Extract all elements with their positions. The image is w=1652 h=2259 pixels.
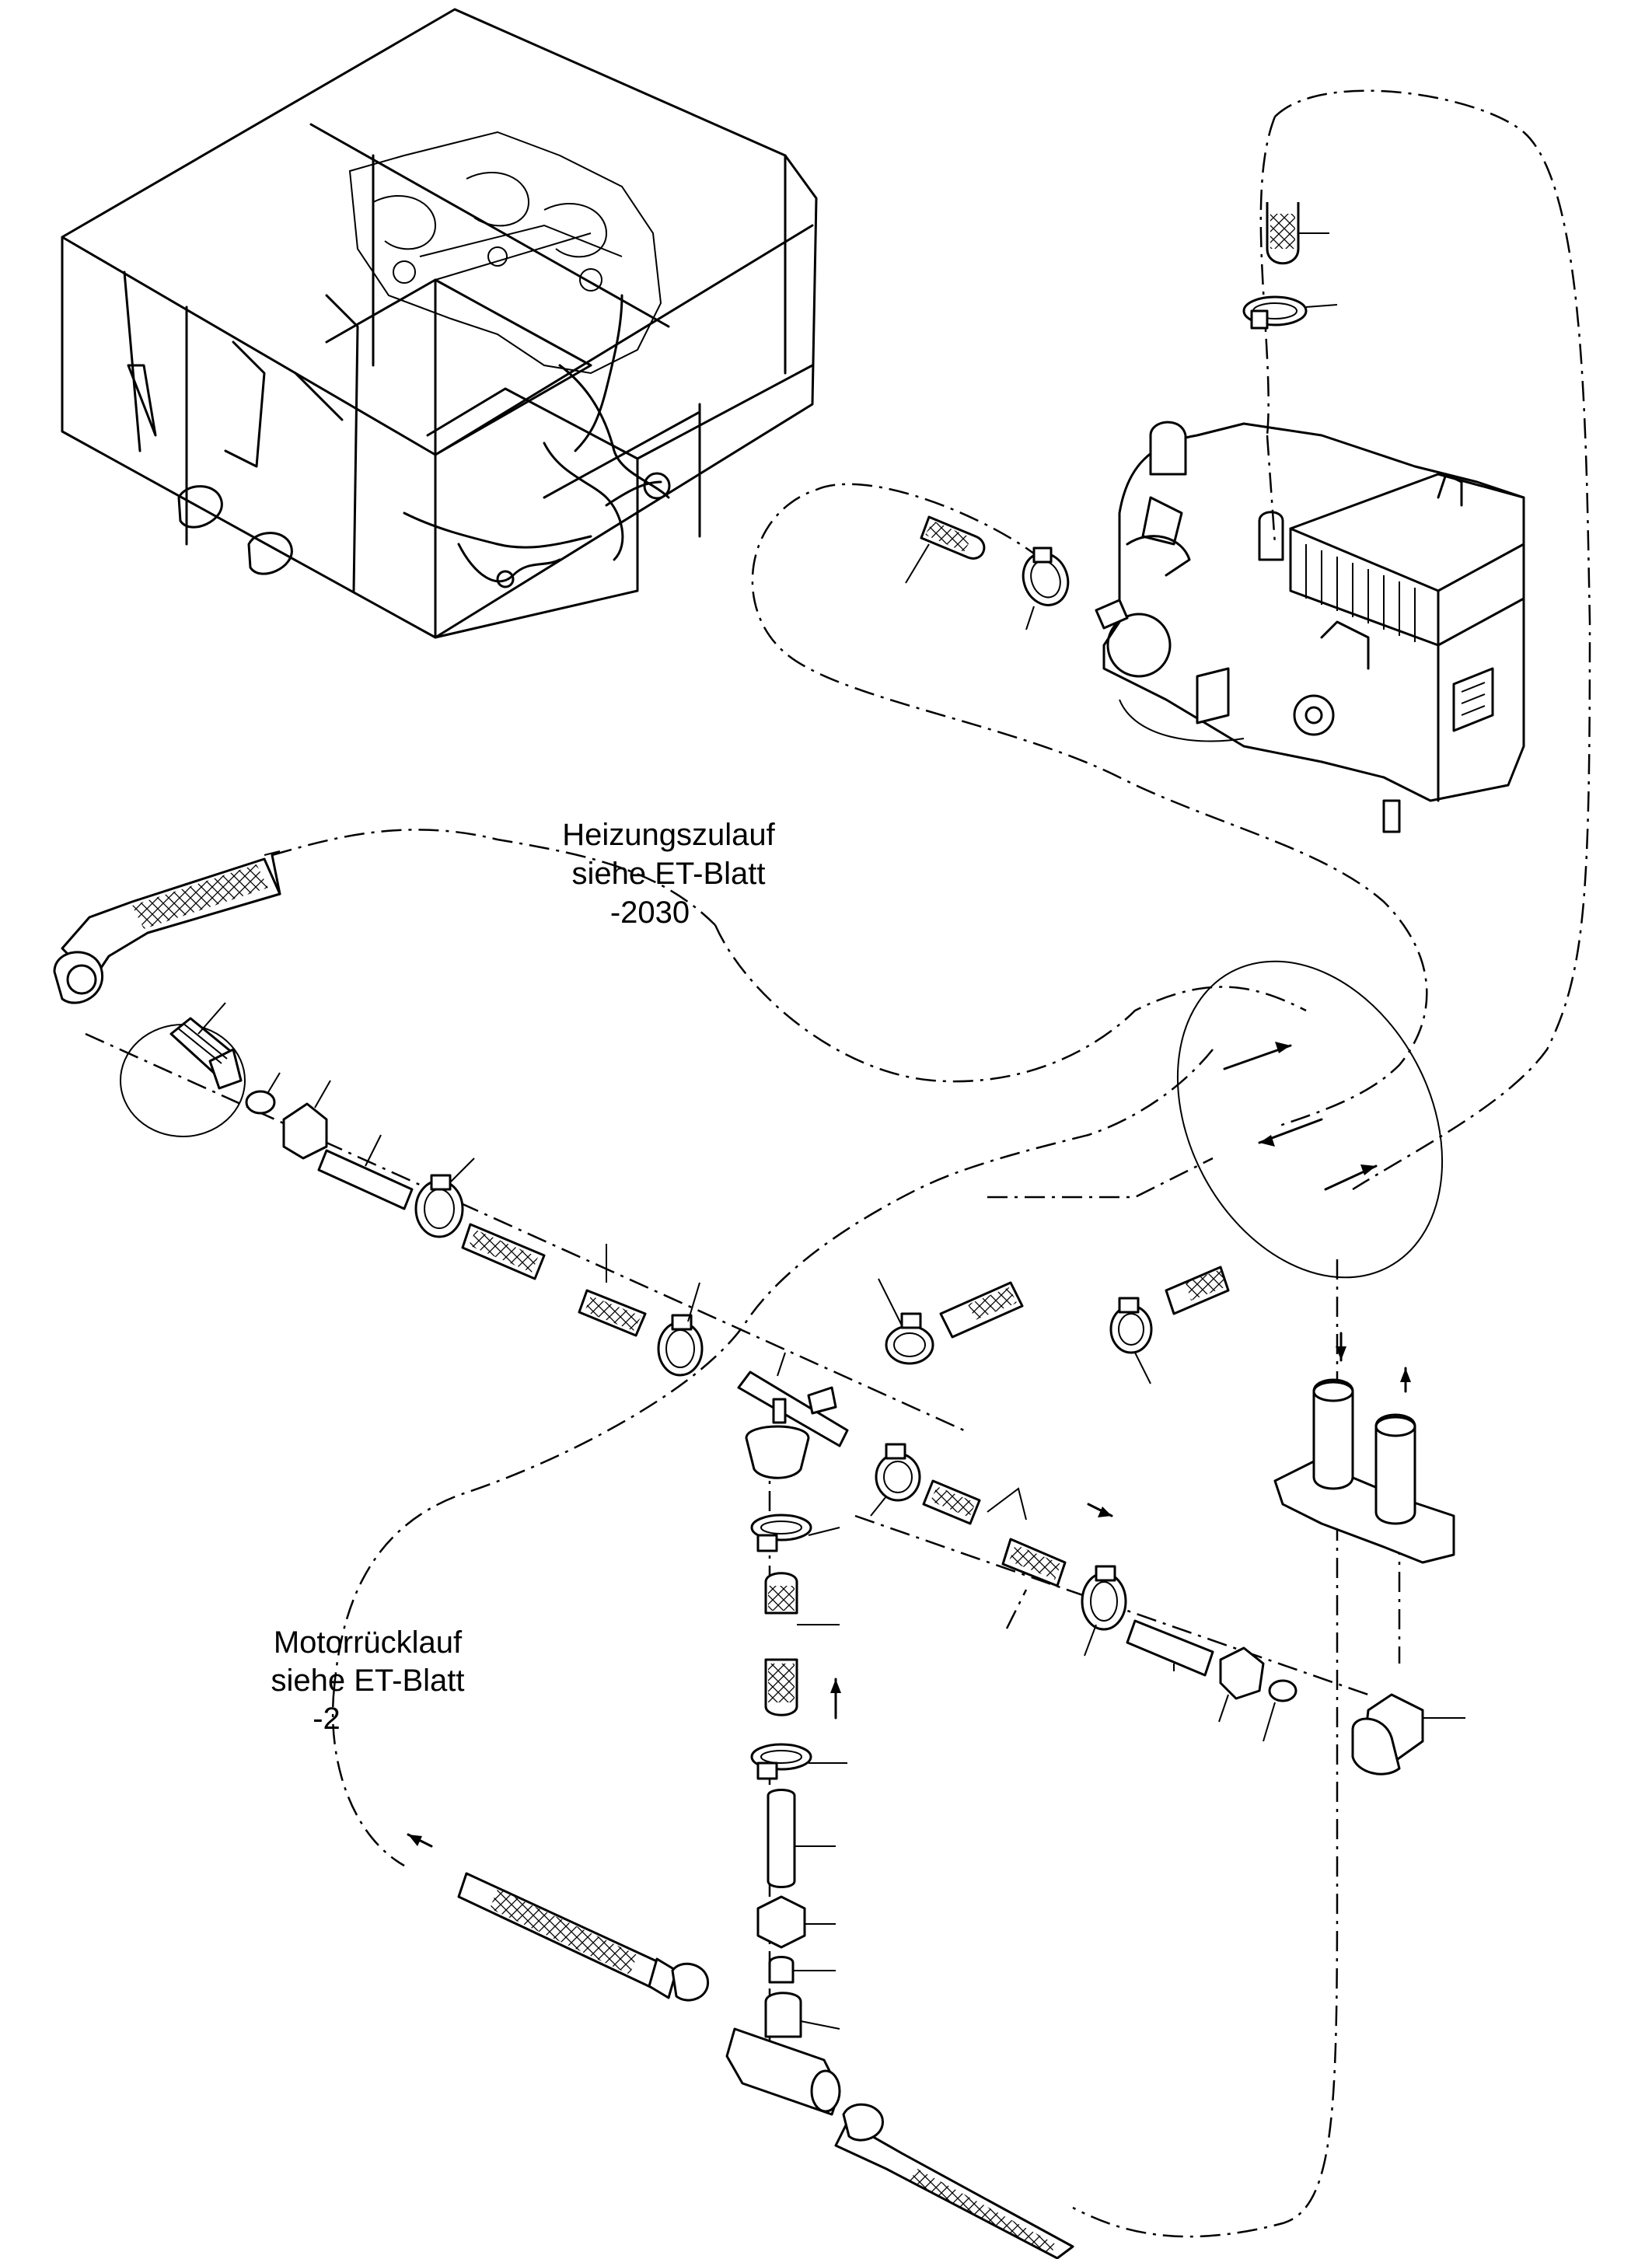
hose-clamp-icon [1242,295,1338,330]
supply-label-line3: -2030 [610,896,690,930]
return-label-line3: -2 [313,1702,341,1736]
hose-icon [578,1244,647,1337]
hose-icon [53,850,281,1004]
hose-icon [1126,1619,1214,1677]
hose-icon [764,1572,840,1716]
supply-label-line2: siehe ET-Blatt [571,857,765,891]
connector-fitting [1263,1679,1298,1742]
hose-icon [939,1281,1024,1339]
hose-clamp-icon [870,1443,921,1517]
tee-fitting-icon [725,1992,841,2116]
hose-icon [767,1789,836,1888]
machine-frame-icon [61,8,818,639]
connector-fitting [169,1002,243,1090]
flow-arrow-icon [407,1042,1411,1848]
connector-fitting [245,1072,281,1115]
hose-clamp-icon [1109,1297,1153,1384]
supply-label-line1: Heizungszulauf [562,818,775,852]
tee-fitting-icon [737,1352,849,1479]
hose-clamp-icon [1081,1565,1127,1657]
hose-icon [834,2103,1074,2259]
hose-icon [457,1872,709,2002]
hose-clamp-icon [1022,546,1070,630]
hose-icon [1266,202,1329,265]
connector-fitting [282,1080,331,1160]
hose-icon [905,515,986,584]
elbow-fitting [1351,1693,1465,1775]
hose-clamp-icon [414,1157,475,1238]
connector-fitting [756,1895,836,1949]
hose-clamp-icon [750,1743,847,1780]
hose-icon [1165,1266,1230,1315]
connector-fitting [768,1956,836,1984]
hose-icon [461,1223,546,1280]
heater-unit-icon [1095,421,1525,833]
hose-clamp-icon [750,1514,840,1552]
hose-clamp-icon [878,1278,934,1365]
return-label-line2: siehe ET-Blatt [271,1664,464,1698]
hose-icon [317,1134,414,1210]
hose-clamp-icon [657,1282,704,1377]
connector-block-icon [1273,1378,1455,1564]
return-label-line1: Motorrücklauf [274,1625,463,1660]
connector-fitting [1218,1646,1265,1723]
hose-icon [922,1479,1027,1525]
hose-icon [1001,1538,1067,1587]
